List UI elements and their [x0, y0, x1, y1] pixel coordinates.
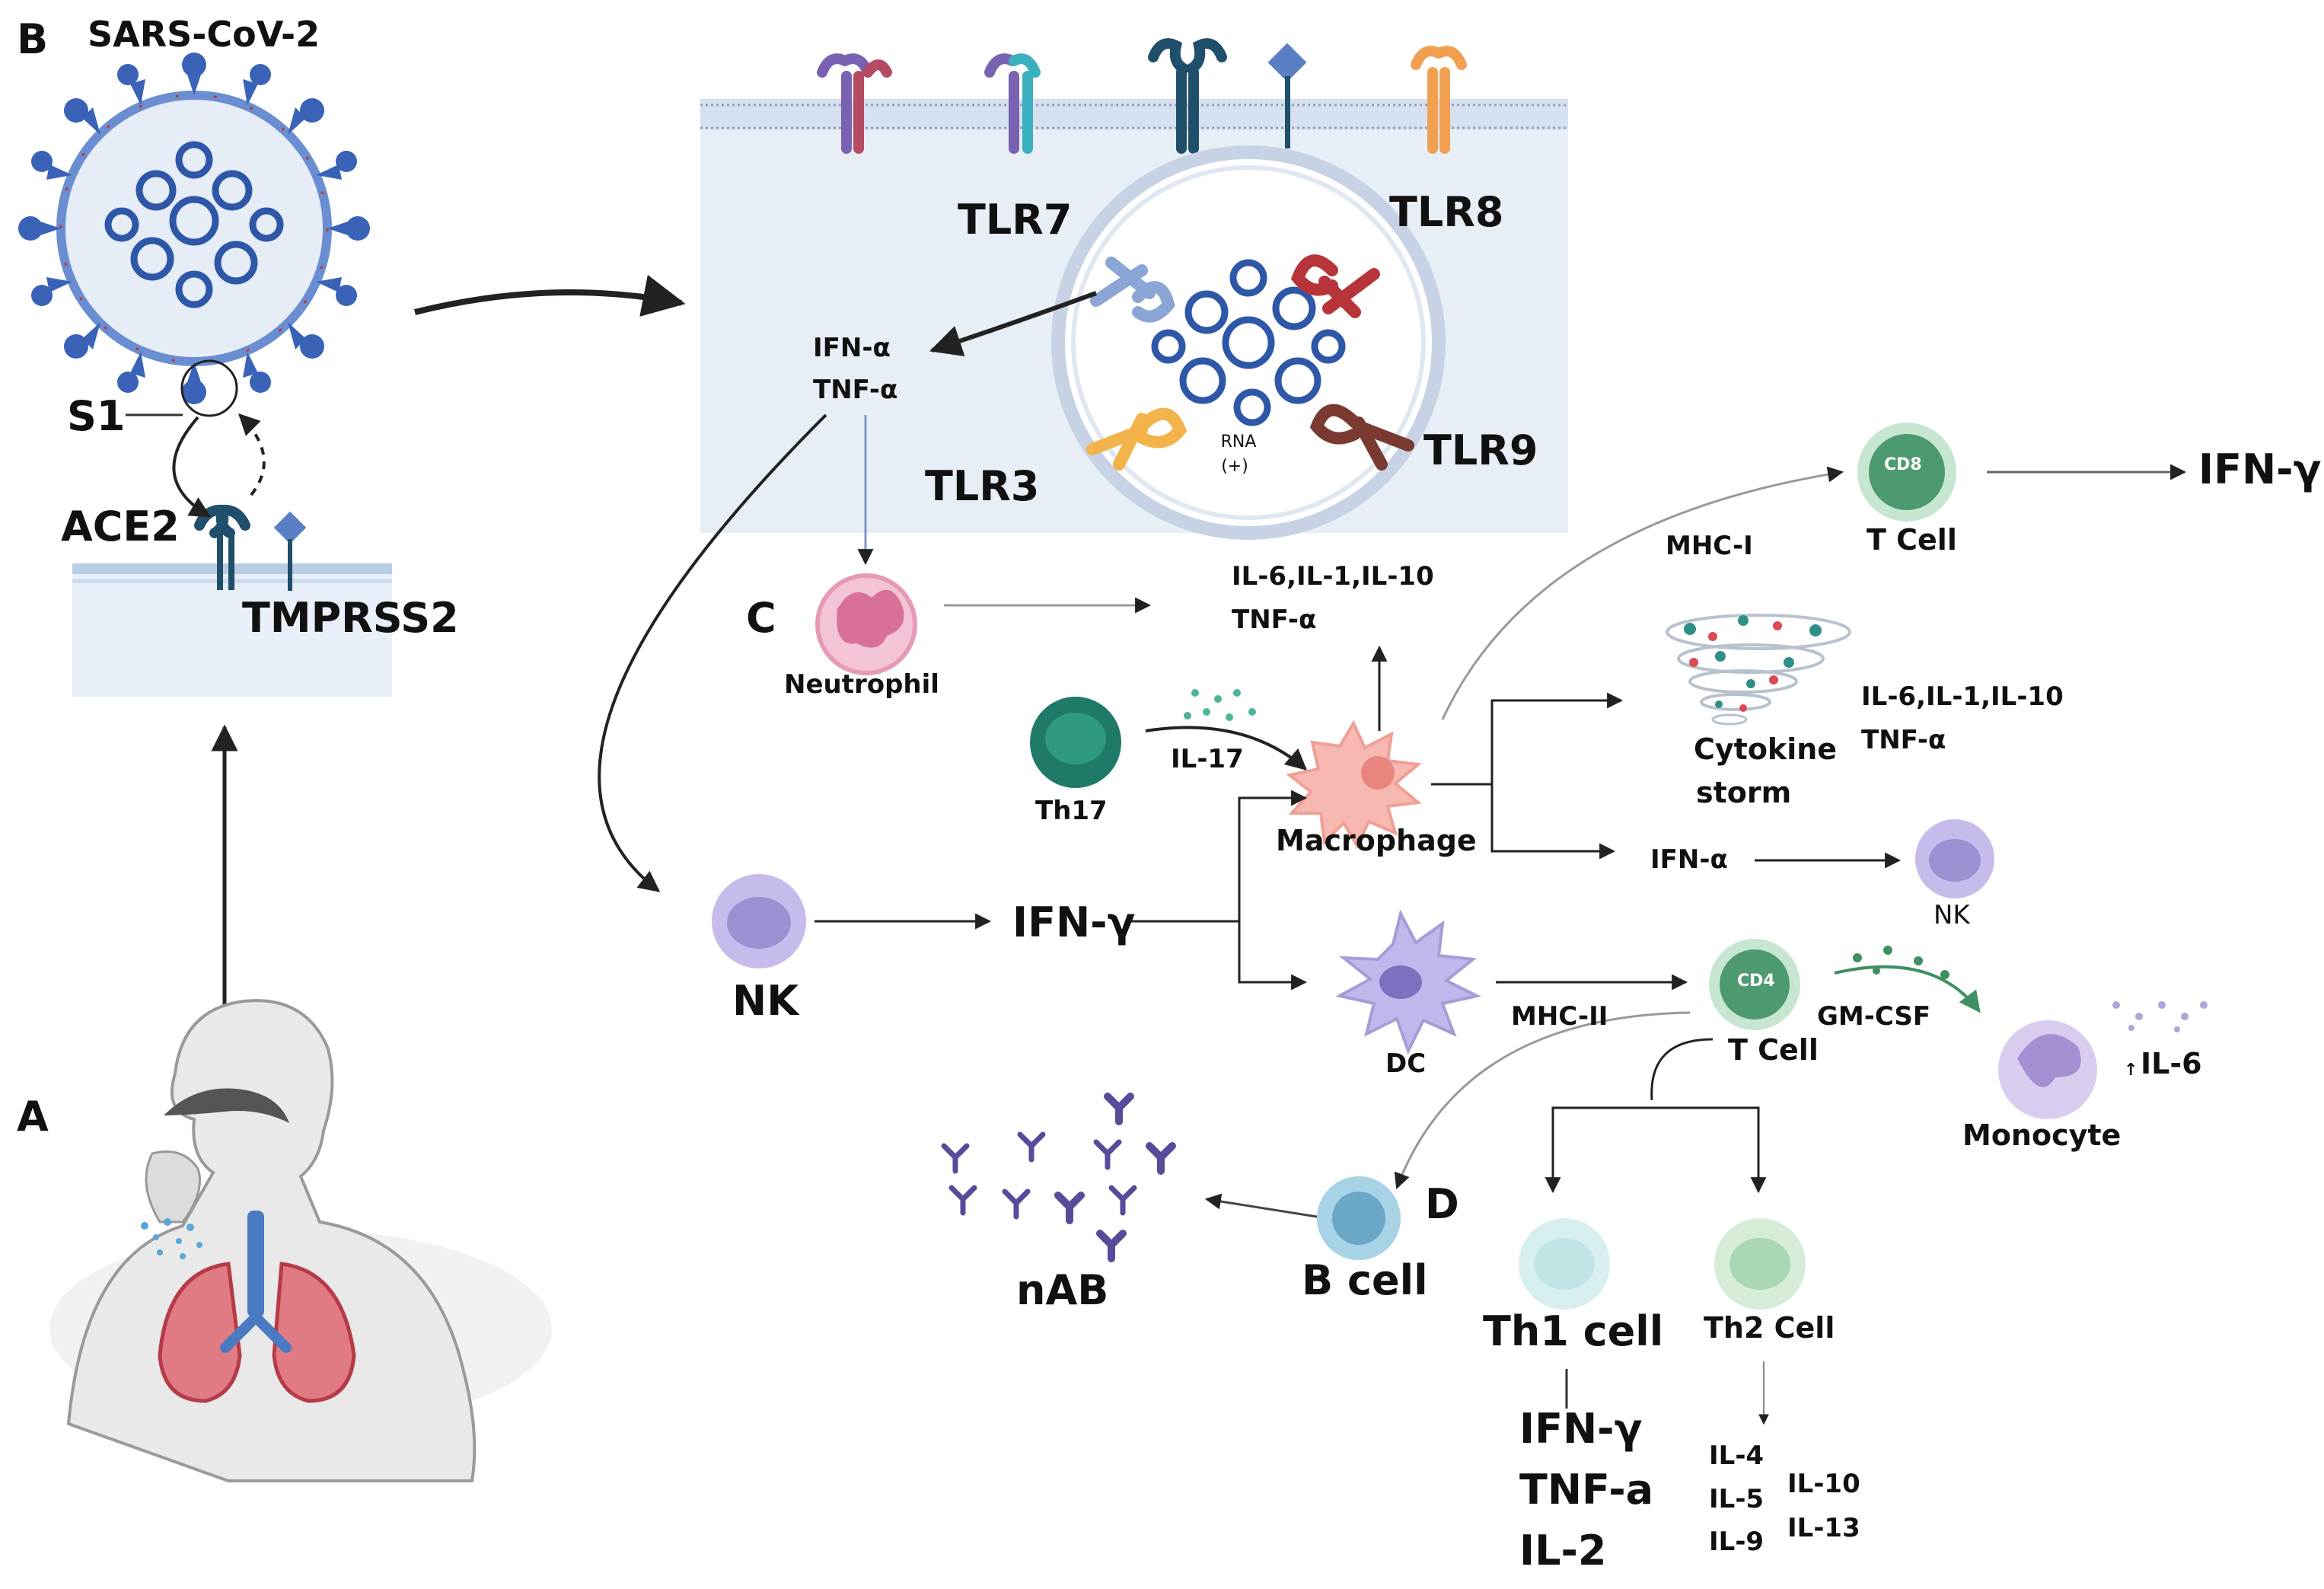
- upward-mark: ↑: [2124, 1061, 2138, 1080]
- th2-il10: IL-10: [1787, 1469, 1860, 1499]
- rna-sense-label: (+): [1221, 457, 1248, 476]
- il17-label: IL-17: [1171, 744, 1244, 774]
- dc-label: DC: [1385, 1048, 1427, 1079]
- nk-left-label: NK: [732, 977, 799, 1025]
- panel-label-a: A: [17, 1093, 49, 1141]
- th2-label: Th2 Cell: [1704, 1311, 1835, 1345]
- dendritic-cell-icon: [1335, 909, 1481, 1055]
- tmprss2-label: TMPRSS2: [242, 594, 459, 642]
- storm-cytokines-1: IL-6,IL-1,IL-10: [1861, 681, 2064, 712]
- surface-receptor-icons: [817, 38, 1467, 154]
- neutrophil-icon: [815, 573, 917, 675]
- tlr7-to-ifn-arrow: [929, 291, 1098, 356]
- ace2-label: ACE2: [61, 503, 180, 550]
- cd4-t-cell-label: T Cell: [1728, 1033, 1819, 1067]
- panel-label-c: C: [746, 594, 776, 642]
- ifn-to-macrophage-arrow: [1238, 790, 1308, 921]
- s1-label: S1: [67, 392, 126, 440]
- th17-label: Th17: [1035, 796, 1108, 826]
- b-cell-label: B cell: [1302, 1256, 1428, 1304]
- th1-ifn-gamma: IFN-γ: [1519, 1405, 1643, 1453]
- cd4-t-cell-icon: [1709, 939, 1800, 1030]
- neutrophil-cytokines-2: TNF-α: [1232, 605, 1317, 635]
- macrophage-label: Macrophage: [1276, 824, 1477, 857]
- storm-label-2: storm: [1696, 776, 1792, 809]
- nk-ifn-gamma-label: IFN-γ: [1012, 898, 1136, 946]
- nab-label: nAB: [1016, 1266, 1109, 1314]
- storm-cytokines-2: TNF-α: [1861, 725, 1946, 755]
- mhc-ii-label: MHC-II: [1511, 1001, 1608, 1032]
- th1-il2: IL-2: [1519, 1527, 1607, 1575]
- gmcsf-label: GM-CSF: [1817, 1001, 1931, 1032]
- th-branch-bracket: [1551, 1106, 1760, 1192]
- tlr3-receptor-icon: [1086, 407, 1188, 471]
- monocyte-label: Monocyte: [1962, 1118, 2122, 1152]
- th2-cell-icon: [1714, 1218, 1806, 1310]
- mhc-i-label: MHC-I: [1666, 531, 1753, 561]
- tlr7-receptor-icon: [1090, 257, 1175, 323]
- human-figure-icon: [49, 999, 552, 1482]
- th1-cell-icon: [1519, 1218, 1610, 1310]
- ifn-to-nk-arrow: [598, 413, 827, 892]
- th1-label: Th1 cell: [1483, 1307, 1664, 1355]
- nk-cell-left-icon: [712, 874, 806, 968]
- nk-right-ifn-label: IFN-α: [1650, 844, 1728, 875]
- cd4-to-bcell-arrow: [1394, 1011, 1691, 1189]
- tlr7-label: TLR7: [958, 196, 1073, 244]
- th2-il13: IL-13: [1787, 1513, 1860, 1543]
- cd8-output-ifn: IFN-γ: [2198, 445, 2322, 493]
- cell-tnf-alpha: TNF-α: [813, 375, 898, 405]
- cd4-marker: CD4: [1737, 972, 1775, 991]
- macrophage-to-ifn-arrow: [1490, 784, 1616, 860]
- il17-dots: [1184, 689, 1256, 721]
- tlr3-label: TLR3: [925, 462, 1040, 510]
- antibody-icons: [941, 1093, 1176, 1262]
- th2-il9: IL-9: [1709, 1527, 1765, 1557]
- cd8-marker: CD8: [1884, 455, 1922, 474]
- macrophage-icon: [1286, 720, 1422, 850]
- cd8-t-cell-icon: [1857, 423, 1956, 522]
- bcell-to-nab-arrow: [1204, 1193, 1318, 1218]
- th2-il5: IL-5: [1709, 1484, 1765, 1514]
- gmcsf-dots: [1853, 946, 1949, 979]
- macrophage-to-cd8-arrow: [1441, 466, 1844, 720]
- tlr8-receptor-icon: [1290, 254, 1380, 318]
- monocyte-il6-label: IL-6: [2141, 1047, 2202, 1080]
- macrophage-to-storm-arrow: [1431, 692, 1624, 786]
- virus-title: SARS-CoV-2: [88, 14, 320, 55]
- tlr9-receptor-icon: [1309, 404, 1414, 471]
- nk-right-label: NK: [1933, 900, 1970, 930]
- sars-cov-2-virion: [18, 53, 370, 404]
- binding-arrow: [172, 416, 212, 518]
- neutrophil-label: Neutrophil: [784, 669, 939, 700]
- cd4-branch-line: [1650, 1038, 1714, 1101]
- cell-ifn-alpha: IFN-α: [813, 333, 891, 363]
- nk-cell-right-icon: [1915, 819, 1994, 898]
- s1-highlight-circle: [180, 359, 238, 417]
- panel-label-d: D: [1425, 1180, 1459, 1228]
- monocyte-icon: [1998, 1020, 2097, 1119]
- cytokine-storm-icon: [1666, 614, 1851, 726]
- gmcsf-arrow: [1834, 965, 1981, 1013]
- rna-label: RNA: [1220, 432, 1257, 451]
- th17-to-macrophage-arrow: [1145, 726, 1308, 771]
- virus-entry-arrow: [414, 274, 686, 317]
- th17-cell-icon: [1030, 697, 1121, 788]
- release-arrow: [238, 413, 266, 496]
- neutrophil-cytokines-1: IL-6,IL-1,IL-10: [1232, 561, 1434, 592]
- storm-label-1: Cytokine: [1694, 732, 1838, 766]
- tlr9-label: TLR9: [1423, 426, 1538, 474]
- th1-tnf-a: TNF-a: [1519, 1466, 1654, 1514]
- ifn-to-dc-arrow: [1238, 921, 1308, 991]
- tlr8-label: TLR8: [1389, 188, 1504, 236]
- cd8-t-cell-label: T Cell: [1867, 523, 1957, 557]
- il6-dots: [2112, 1001, 2208, 1032]
- endosome: [1051, 145, 1446, 540]
- b-cell-icon: [1317, 1176, 1401, 1260]
- th2-il4: IL-4: [1709, 1441, 1765, 1471]
- panel-label-b: B: [17, 15, 49, 63]
